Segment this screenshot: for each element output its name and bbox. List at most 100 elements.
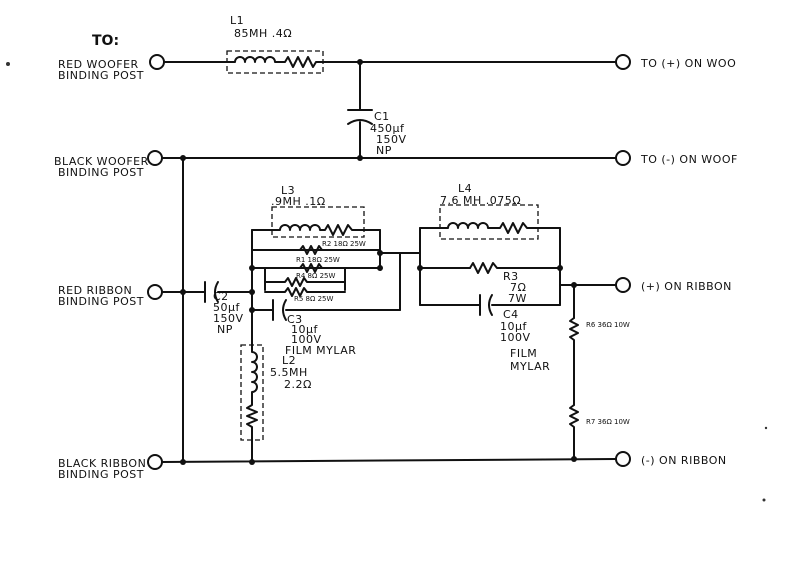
c2-voltage: 150V bbox=[213, 312, 244, 325]
resistor-R1: R1 18Ω 25W bbox=[296, 256, 340, 273]
black-woofer-label-line2: BINDING POST bbox=[58, 166, 144, 179]
junction-dot bbox=[417, 265, 423, 271]
l3-symbol bbox=[274, 224, 356, 236]
c1-type: NP bbox=[376, 144, 392, 157]
c3-value: 10μf bbox=[291, 323, 318, 336]
inductor-L4: L4 7.6 MH .075Ω bbox=[439, 182, 539, 240]
ribbon-neg-terminal bbox=[615, 451, 631, 467]
input-red-woofer: RED WOOFER BINDING POST bbox=[58, 54, 165, 82]
l3-enclosure bbox=[271, 206, 365, 238]
resistor-R2: R2 18Ω 25W bbox=[299, 240, 366, 255]
l2-name: L2 bbox=[282, 354, 296, 367]
to-label: TO: bbox=[92, 33, 119, 49]
junction-dot bbox=[571, 456, 577, 462]
l2-value: 5.5MH bbox=[270, 366, 308, 379]
junction-dot bbox=[377, 265, 383, 271]
c3-voltage: 100V bbox=[291, 333, 322, 346]
ribbon-pos-terminal bbox=[615, 277, 631, 293]
r3-name: R3 bbox=[503, 270, 519, 283]
ribbon-neg-label: (-) ON RIBBON bbox=[641, 454, 727, 467]
input-black-woofer: BLACK WOOFER BINDING POST bbox=[54, 150, 163, 179]
capacitor-C3: C3 10μf 100V FILM MYLAR bbox=[272, 299, 356, 357]
l4-spec: 7.6 MH .075Ω bbox=[440, 194, 521, 207]
junction-dot bbox=[557, 265, 563, 271]
scan-speck bbox=[6, 62, 10, 66]
black-ribbon-label-line2: BINDING POST bbox=[58, 468, 144, 481]
r5-symbol bbox=[264, 287, 346, 297]
l2-symbol bbox=[246, 344, 258, 441]
r3-value: 7Ω bbox=[510, 281, 526, 294]
red-woofer-label-line1: RED WOOFER bbox=[58, 58, 139, 71]
inductor-L1: L1 85MH .4Ω bbox=[224, 14, 326, 74]
woofer-pos-terminal bbox=[615, 54, 631, 70]
c4-voltage: 100V bbox=[500, 331, 531, 344]
c4-name: C4 bbox=[503, 308, 519, 321]
red-ribbon-terminal bbox=[147, 284, 163, 300]
l3-spec: .9MH .1Ω bbox=[271, 195, 326, 208]
l4-symbol bbox=[439, 222, 536, 234]
c3-type: FILM MYLAR bbox=[285, 344, 356, 357]
black-woofer-label-line1: BLACK WOOFER bbox=[54, 155, 149, 168]
junction-dot bbox=[571, 282, 577, 288]
red-woofer-label-line2: BINDING POST bbox=[58, 69, 144, 82]
red-ribbon-label-line1: RED RIBBON bbox=[58, 284, 132, 297]
junction-dot bbox=[180, 459, 186, 465]
capacitor-C4: C4 10μf 100V FILM MYLAR bbox=[479, 294, 550, 373]
resistor-R5: R5 8Ω 25W bbox=[264, 287, 346, 303]
junction-dot bbox=[357, 59, 363, 65]
l4-name: L4 bbox=[458, 182, 472, 195]
junction-dot bbox=[357, 155, 363, 161]
l4-enclosure bbox=[439, 204, 539, 240]
capacitor-C1: C1 450μf 150V NP bbox=[347, 109, 407, 157]
junction-dot bbox=[249, 289, 255, 295]
woofer-pos-label: TO (+) ON WOO bbox=[640, 57, 736, 70]
r2-symbol bbox=[299, 245, 323, 255]
r6-label: R6 36Ω 10W bbox=[586, 321, 630, 329]
c4-type-line1: FILM bbox=[510, 347, 537, 360]
c3-name: C3 bbox=[287, 313, 303, 326]
scan-speck bbox=[764, 426, 768, 430]
c2-value: 50μf bbox=[213, 301, 240, 314]
input-red-ribbon: RED RIBBON BINDING POST bbox=[58, 284, 163, 308]
woofer-neg-label: TO (-) ON WOOF bbox=[640, 153, 738, 166]
resistor-R6: R6 36Ω 10W bbox=[569, 317, 630, 343]
resistor-R4: R4 8Ω 25W bbox=[264, 272, 346, 287]
woofer-neg-terminal bbox=[615, 150, 631, 166]
l1-spec: 85MH .4Ω bbox=[234, 27, 292, 40]
c1-name: C1 bbox=[374, 110, 390, 123]
junction-dot bbox=[249, 459, 255, 465]
junction-dot bbox=[249, 265, 255, 271]
black-ribbon-terminal bbox=[147, 454, 163, 470]
l3-name: L3 bbox=[281, 184, 295, 197]
resistor-R3: R3 7Ω 7W bbox=[469, 262, 526, 305]
output-woofer-pos: TO (+) ON WOO bbox=[615, 54, 736, 70]
c2-name: C2 bbox=[213, 290, 229, 303]
inductor-L3: L3 .9MH .1Ω bbox=[271, 184, 365, 238]
woofer-wires bbox=[161, 61, 617, 159]
r4-label: R4 8Ω 25W bbox=[296, 272, 335, 280]
c1-value: 450μf bbox=[370, 122, 405, 135]
resistor-R7: R7 36Ω 10W bbox=[569, 404, 630, 429]
scan-speck bbox=[762, 498, 766, 502]
red-ribbon-label-line2: BINDING POST bbox=[58, 295, 144, 308]
ribbon-pos-label: (+) ON RIBBON bbox=[641, 280, 732, 293]
r1-label: R1 18Ω 25W bbox=[296, 256, 340, 264]
c1-voltage: 150V bbox=[376, 133, 407, 146]
c2-type: NP bbox=[217, 323, 233, 336]
r5-label: R5 8Ω 25W bbox=[294, 295, 333, 303]
output-woofer-neg: TO (-) ON WOOF bbox=[615, 150, 738, 166]
r7-symbol bbox=[569, 404, 579, 429]
r3-symbol bbox=[469, 262, 501, 274]
r6-symbol bbox=[569, 317, 579, 343]
c4-type-line2: MYLAR bbox=[510, 360, 550, 373]
inductor-L2: L2 5.5MH 2.2Ω bbox=[240, 344, 311, 441]
output-ribbon-neg: (-) ON RIBBON bbox=[615, 451, 727, 467]
r4-symbol bbox=[264, 277, 346, 287]
output-ribbon-pos: (+) ON RIBBON bbox=[615, 277, 732, 293]
black-ribbon-label-line1: BLACK RIBBON bbox=[58, 457, 146, 470]
r2-label: R2 18Ω 25W bbox=[322, 240, 366, 248]
c4-value: 10μf bbox=[500, 320, 527, 333]
l1-name: L1 bbox=[230, 14, 244, 27]
r7-label: R7 36Ω 10W bbox=[586, 418, 630, 426]
